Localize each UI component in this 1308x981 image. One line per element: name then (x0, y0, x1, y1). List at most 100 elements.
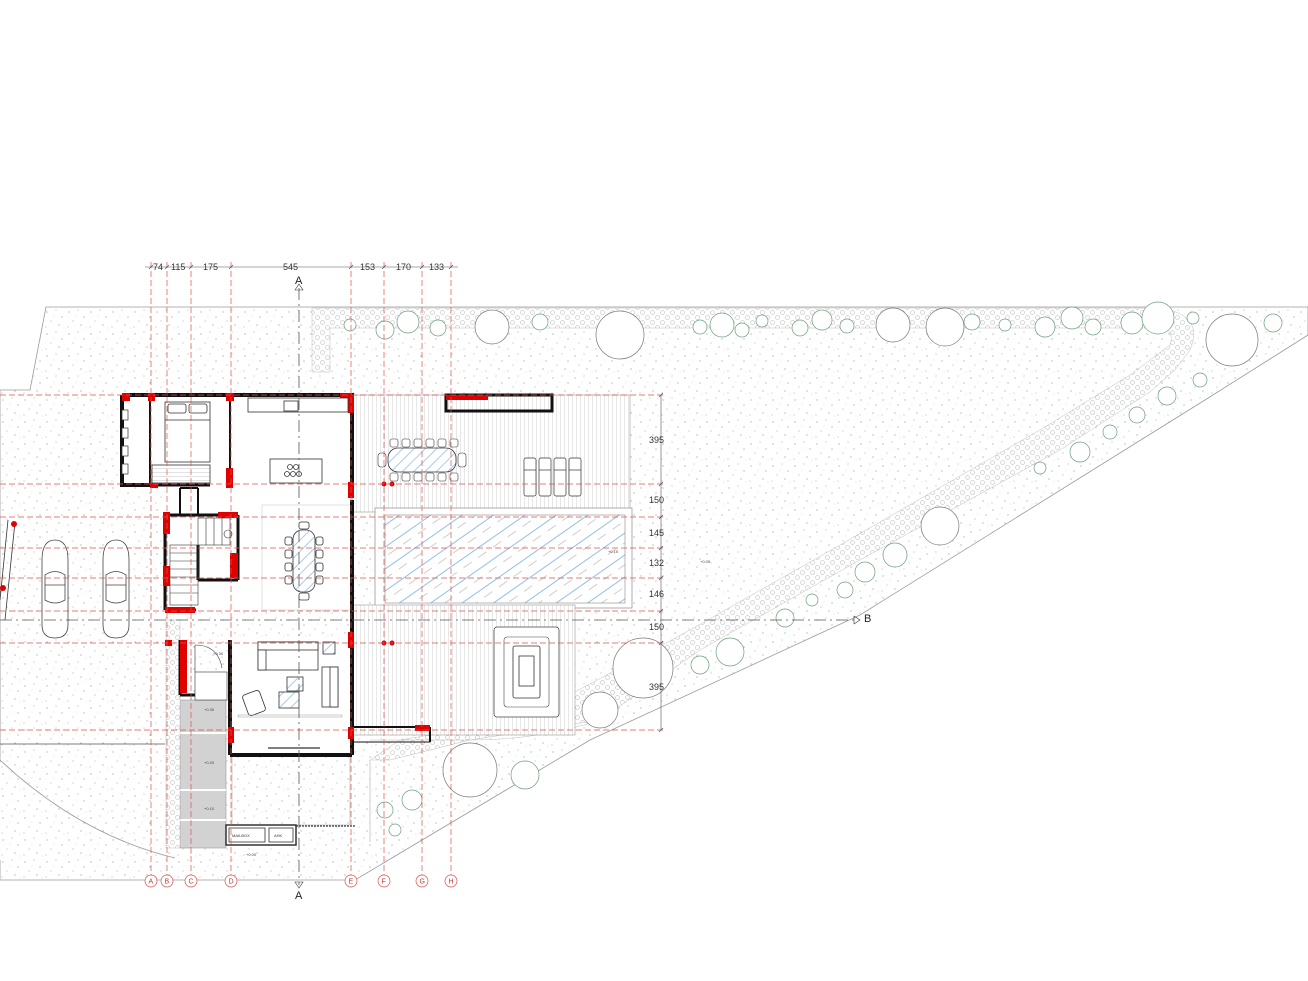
car-icon (41, 539, 69, 639)
column-dimension: 545 (283, 262, 298, 272)
grid-axis-label: E (349, 879, 354, 886)
section-a-bottom-label: A (295, 890, 303, 902)
kitchen (247, 397, 349, 484)
level-label: +0.30 (213, 651, 224, 656)
tree-icon (510, 760, 540, 790)
sun-loungers (523, 457, 582, 497)
entry-door (194, 644, 228, 701)
section-b-label: B (864, 613, 871, 625)
tree-icon (1033, 461, 1047, 475)
tree-icon (1141, 301, 1175, 335)
tree-icon (1069, 441, 1091, 463)
tree-icon (1120, 311, 1144, 335)
grid-axis-label: F (382, 879, 386, 886)
grid-axis-label: G (420, 879, 425, 886)
lower-terrace (351, 604, 576, 736)
tree-icon (775, 608, 795, 628)
row-dimension: 146 (649, 589, 664, 599)
driveway (0, 519, 165, 745)
tree-icon (442, 742, 498, 798)
staircase (169, 517, 233, 606)
tree-icon (396, 310, 420, 334)
tree-icon (429, 319, 447, 337)
section-a-top-label: A (295, 275, 303, 287)
row-dimension: 395 (649, 435, 664, 445)
tree-icon (805, 593, 819, 607)
grid-axis-label: B (165, 879, 170, 886)
column-dimension: 115 (171, 262, 185, 272)
swimming-pool (374, 507, 633, 609)
tree-icon (998, 318, 1012, 332)
grid-axis-label: D (229, 879, 234, 886)
tree-icon (388, 823, 402, 837)
tree-icon (791, 319, 809, 337)
tree-icon (882, 542, 908, 568)
tree-icon (1060, 306, 1084, 330)
tree-icon (1205, 313, 1259, 367)
tree-icon (755, 314, 769, 328)
column-dimension: 153 (360, 262, 375, 272)
column-dimension: 133 (429, 262, 444, 272)
tree-icon (836, 581, 854, 599)
column-dimension: 74 (153, 262, 163, 272)
section-lines (0, 288, 855, 885)
grid-lines (0, 262, 665, 875)
tree-icon (811, 309, 833, 331)
tree-icon (1157, 386, 1177, 406)
row-dimension: 150 (649, 495, 664, 505)
tree-icon (854, 561, 876, 583)
tree-icon (715, 637, 745, 667)
tree-icon (1186, 311, 1200, 325)
tree-icon (375, 320, 395, 340)
level-label: +0.15 (608, 549, 619, 554)
section-markers: A A B (294, 275, 871, 902)
tree-icon (595, 310, 645, 360)
level-label: +0.05 (700, 559, 711, 564)
tree-icon (343, 318, 357, 332)
car-icon (102, 539, 130, 639)
column-dimension: 170 (396, 262, 411, 272)
mailbox-label: MAILBOX (232, 833, 250, 838)
trees (343, 301, 1283, 837)
level-label: +0.10 (204, 806, 215, 811)
level-label: +0.20 (204, 760, 215, 765)
ahk-label: AHK (274, 833, 283, 838)
tree-icon (690, 655, 710, 675)
row-dimension: 145 (649, 528, 664, 538)
column-dimension-chain: 74 115 175 545 153 170 133 (145, 262, 458, 272)
tree-icon (531, 313, 549, 331)
tree-icon (709, 312, 735, 338)
row-dimension: 395 (649, 682, 664, 692)
tree-icon (920, 506, 960, 546)
level-label: +0.00 (246, 852, 257, 857)
dining-table (284, 521, 324, 601)
tree-icon (401, 789, 423, 811)
tree-icon (474, 309, 510, 345)
grid-axis-label: H (449, 879, 454, 886)
tree-icon (1034, 316, 1056, 338)
grid-axis-label: A (149, 879, 154, 886)
tree-icon (963, 313, 981, 331)
tree-icon (839, 318, 855, 334)
tree-icon (1084, 318, 1102, 336)
grid-axis-label: C (189, 879, 194, 886)
row-dimension: 132 (649, 558, 664, 568)
tree-icon (734, 322, 750, 338)
tree-icon (376, 801, 394, 819)
tree-icon (1263, 313, 1283, 333)
window-marks (121, 409, 129, 475)
tree-icon (1128, 406, 1146, 424)
tree-icon (1192, 372, 1208, 388)
row-dimension-chain: 395 150 145 132 146 150 395 (649, 392, 664, 733)
level-annotations: +0.30 +0.30 +0.20 +0.10 +0.00 +0.15 +0.0… (204, 549, 711, 857)
bedroom-bed (151, 401, 211, 484)
tree-icon (581, 691, 619, 729)
row-dimension: 150 (649, 622, 664, 632)
living-room (237, 641, 343, 749)
entry-steps (165, 619, 351, 849)
tree-icon (925, 307, 965, 347)
level-label: +0.30 (204, 707, 215, 712)
tree-icon (692, 319, 708, 335)
grid-axis-labels: A B C D E F G H (149, 879, 454, 886)
